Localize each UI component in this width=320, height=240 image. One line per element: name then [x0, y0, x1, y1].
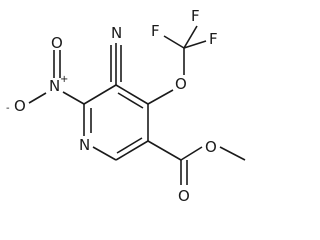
bond-ccarb-oester — [180, 146, 203, 161]
bond-c3-c4 — [115, 84, 149, 105]
molecule-structure: N N N + O O - O F F F O O — [6, 7, 246, 205]
nitro-minus-label: - — [6, 103, 10, 114]
fluorine-1-label: F — [151, 22, 160, 40]
nitro-oxygen-top-label: O — [51, 34, 63, 52]
bond-c3-c4-inner — [117, 92, 144, 109]
bond-c2-nnitro — [62, 91, 85, 105]
nitro-nitrogen-label: N — [49, 77, 60, 95]
ester-oxygen-label: O — [205, 138, 217, 156]
ether-oxygen-label: O — [175, 75, 187, 93]
carbonyl-oxygen-label: O — [178, 187, 190, 205]
bond-ccf3-f1 — [163, 35, 185, 49]
bond-c5-c6-inner — [116, 137, 143, 154]
bond-nnitro-oleft — [28, 92, 47, 104]
bond-c4-oether — [147, 89, 174, 105]
bond-oester-ch3 — [219, 146, 246, 161]
bond-c6-n1 — [92, 146, 117, 161]
atom-labels: N N N + O O - O F F F O O — [6, 7, 218, 205]
bond-c5-ccarb — [147, 140, 182, 161]
bond-ccf3-f3 — [183, 40, 207, 49]
bond-c2-c3 — [83, 84, 117, 105]
bond-ccf3-f2 — [183, 25, 198, 49]
cyano-nitrogen-label: N — [111, 24, 122, 42]
bond-c5-c6 — [115, 140, 149, 161]
fluorine-2-label: F — [191, 7, 200, 25]
nitro-plus-label: + — [60, 74, 68, 85]
nitro-oxygen-left-label: O — [14, 97, 26, 115]
fluorine-3-label: F — [209, 30, 218, 48]
ring-nitrogen-label: N — [79, 136, 90, 154]
bonds — [28, 25, 246, 185]
